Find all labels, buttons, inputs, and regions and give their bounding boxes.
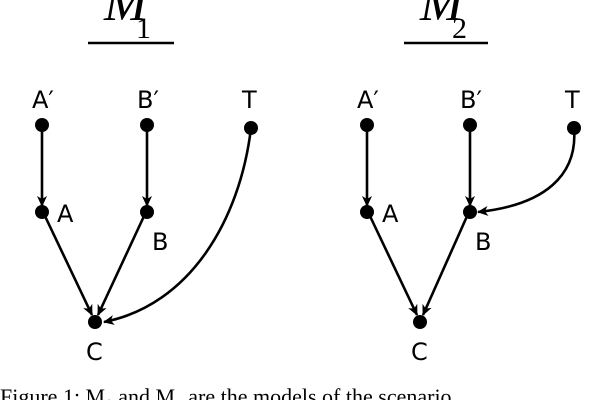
- graph-m1-node-t: [244, 121, 258, 135]
- graph-m1-label-aprime: A′: [32, 86, 54, 114]
- graph-m1-title-letter: M: [103, 0, 150, 32]
- graph-m1-title-subscript: 1: [136, 12, 151, 45]
- graph-m2-label-b: B: [475, 228, 491, 256]
- graph-m2-title-subscript: 2: [452, 12, 467, 45]
- graph-m2-edge-b-c: [421, 213, 470, 316]
- graph-m2-label-aprime: A′: [357, 86, 379, 114]
- graph-m2-node-t: [567, 121, 581, 135]
- graph-m1-edge-t-c: [103, 127, 253, 325]
- graph-m2-label-t: T: [564, 86, 580, 114]
- graph-m2-edge-t-b: [477, 127, 576, 216]
- graph-m1-node-bprime: [140, 118, 154, 132]
- graph-m2-node-aprime: [360, 118, 374, 132]
- graph-m1-label-a: A: [57, 200, 74, 228]
- graph-m1-edge-b-c: [96, 213, 147, 316]
- graph-m2-edge-a-c: [367, 213, 419, 316]
- graph-m1-label-bprime: B′: [137, 86, 159, 114]
- graph-m2: M 2 A′ B′ T A B C: [357, 0, 581, 366]
- graph-m1: M 1 A′ B′ T A B C: [32, 0, 258, 366]
- graph-m2-label-c: C: [411, 338, 428, 366]
- graph-m2-title: M 2: [404, 0, 488, 45]
- figure-caption: Figure 1: M₁ and M₂ are the models of th…: [0, 384, 452, 400]
- graph-m2-node-c: [413, 315, 427, 329]
- graph-m1-edge-a-c: [42, 213, 94, 316]
- graph-m1-label-b: B: [152, 228, 168, 256]
- graph-m1-label-t: T: [241, 86, 257, 114]
- graph-m1-node-c: [88, 315, 102, 329]
- graph-m1-node-a: [35, 205, 49, 219]
- graph-m1-label-c: C: [86, 338, 103, 366]
- graph-m2-label-bprime: B′: [460, 86, 482, 114]
- graph-m2-label-a: A: [382, 200, 399, 228]
- graph-m1-node-b: [140, 205, 154, 219]
- graph-m2-node-bprime: [463, 118, 477, 132]
- graph-m1-title: M 1: [88, 0, 174, 45]
- graph-m2-node-a: [360, 205, 374, 219]
- graph-m1-node-aprime: [35, 118, 49, 132]
- graph-m2-node-b: [463, 205, 477, 219]
- graph-m2-title-letter: M: [419, 0, 466, 32]
